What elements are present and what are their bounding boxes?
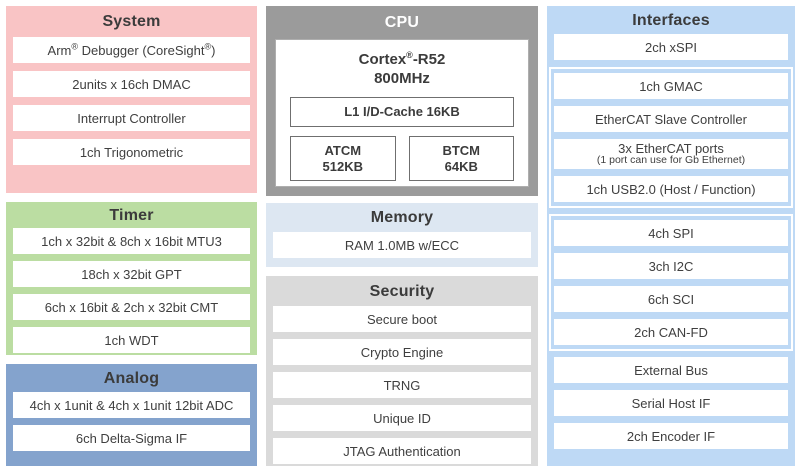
feature-row-can-fd: 2ch CAN-FD xyxy=(554,319,788,345)
btcm-size: 64KB xyxy=(444,158,478,174)
feature-row-mtu3: 1ch x 32bit & 8ch x 16bit MTU3 xyxy=(13,228,250,254)
interfaces-panel-title: Interfaces xyxy=(632,12,710,29)
analog-panel: Analog 4ch x 1unit & 4ch x 1unit 12bit A… xyxy=(6,364,257,466)
ethercat-ports-note: (1 port can use for Gb Ethernet) xyxy=(596,154,746,166)
atcm-box: ATCM 512KB xyxy=(290,136,396,181)
tcm-row: ATCM 512KB BTCM 64KB xyxy=(290,136,514,181)
timer-panel: Timer 1ch x 32bit & 8ch x 16bit MTU3 18c… xyxy=(6,202,257,355)
security-panel-title: Security xyxy=(369,283,435,300)
feature-row-xspi: 2ch xSPI xyxy=(554,34,788,60)
btcm-label: BTCM xyxy=(442,142,481,158)
cpu-core-block: Cortex®-R52 800MHz L1 I/D-Cache 16KB ATC… xyxy=(275,39,529,187)
cpu-panel-title: CPU xyxy=(384,14,420,31)
feature-row-serial-host-if: Serial Host IF xyxy=(554,390,788,416)
atcm-label: ATCM xyxy=(324,142,362,158)
feature-row-delta-sigma: 6ch Delta-Sigma IF xyxy=(13,425,250,451)
system-panel: System Arm® Debugger (CoreSight®) 2units… xyxy=(6,6,257,193)
registered-mark: ® xyxy=(406,50,413,60)
feature-row-usb: 1ch USB2.0 (Host / Function) xyxy=(554,176,788,202)
cpu-panel: CPU Cortex®-R52 800MHz L1 I/D-Cache 16KB… xyxy=(266,6,538,196)
feature-row-cmt: 6ch x 16bit & 2ch x 32bit CMT xyxy=(13,294,250,320)
timer-panel-title: Timer xyxy=(109,207,154,224)
feature-row-dmac: 2units x 16ch DMAC xyxy=(13,71,250,97)
security-panel: Security Secure boot Crypto Engine TRNG … xyxy=(266,276,538,466)
memory-panel: Memory RAM 1.0MB w/ECC xyxy=(266,203,538,267)
feature-row-secure-boot: Secure boot xyxy=(273,306,531,332)
feature-row-unique-id: Unique ID xyxy=(273,405,531,431)
feature-row-adc: 4ch x 1unit & 4ch x 1unit 12bit ADC xyxy=(13,392,250,418)
system-panel-title: System xyxy=(102,13,161,30)
feature-row-wdt: 1ch WDT xyxy=(13,327,250,353)
feature-row-trng: TRNG xyxy=(273,372,531,398)
memory-panel-title: Memory xyxy=(370,209,434,226)
feature-row-trigonometric: 1ch Trigonometric xyxy=(13,139,250,165)
feature-row-i2c: 3ch I2C xyxy=(554,253,788,279)
feature-row-crypto-engine: Crypto Engine xyxy=(273,339,531,365)
feature-row-ram: RAM 1.0MB w/ECC xyxy=(273,232,531,258)
feature-row-spi: 4ch SPI xyxy=(554,220,788,246)
feature-row-gpt: 18ch x 32bit GPT xyxy=(13,261,250,287)
feature-row-external-bus: External Bus xyxy=(554,357,788,383)
feature-row-jtag-auth: JTAG Authentication xyxy=(273,438,531,464)
cpu-frequency: 800MHz xyxy=(374,70,430,87)
interfaces-panel: Interfaces 2ch xSPI 1ch GMAC EtherCAT Sl… xyxy=(547,6,795,466)
analog-panel-title: Analog xyxy=(103,370,160,387)
feature-row-ethercat-ports: 3x EtherCAT ports (1 port can use for Gb… xyxy=(554,139,788,169)
feature-row-sci: 6ch SCI xyxy=(554,286,788,312)
ethernet-interface-group: 1ch GMAC EtherCAT Slave Controller 3x Et… xyxy=(549,67,793,208)
cpu-core-name: Cortex®-R52 800MHz xyxy=(276,50,528,88)
feature-row-arm-debugger: Arm® Debugger (CoreSight®) xyxy=(13,37,250,63)
l1-cache-box: L1 I/D-Cache 16KB xyxy=(290,97,514,127)
feature-row-ethercat-slave: EtherCAT Slave Controller xyxy=(554,106,788,132)
registered-mark: ® xyxy=(204,41,212,52)
atcm-size: 512KB xyxy=(322,158,363,174)
registered-mark: ® xyxy=(71,41,79,52)
feature-row-interrupt-controller: Interrupt Controller xyxy=(13,105,250,131)
feature-row-gmac: 1ch GMAC xyxy=(554,73,788,99)
btcm-box: BTCM 64KB xyxy=(408,136,514,181)
serial-interface-group: 4ch SPI 3ch I2C 6ch SCI 2ch CAN-FD xyxy=(549,214,793,351)
feature-row-encoder-if: 2ch Encoder IF xyxy=(554,423,788,449)
